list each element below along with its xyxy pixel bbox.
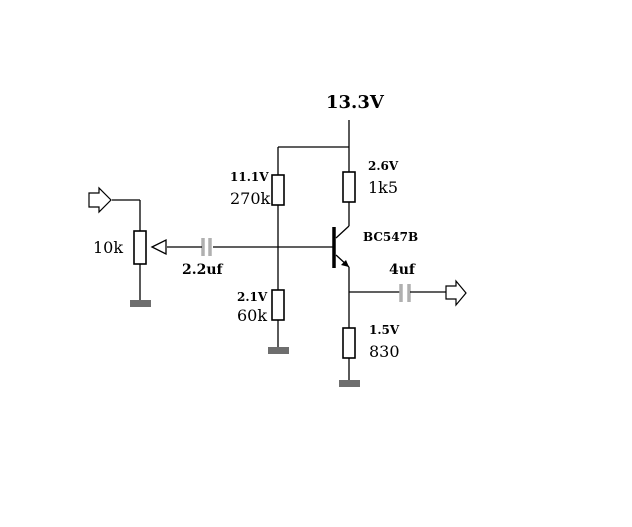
cap-out-value-label: 4uf <box>389 262 416 278</box>
resistor-830 <box>342 327 356 359</box>
output-arrow-icon <box>445 279 467 307</box>
supply-rail <box>277 120 350 175</box>
wiper-arrow-icon <box>150 238 167 256</box>
emitter-arrow-icon <box>341 260 349 267</box>
r-emitter-voltage-label: 1.5V <box>369 323 400 337</box>
cap-in-value-label: 2.2uf <box>182 262 224 278</box>
transistor-npn <box>332 225 350 268</box>
r-emitter-value-label: 830 <box>369 342 400 361</box>
pot-value-label: 10k <box>93 238 123 257</box>
r-bottom-voltage-label: 2.1V <box>237 290 268 304</box>
ground-symbol-divider <box>268 347 289 354</box>
input-arrow-icon <box>88 186 112 214</box>
supply-voltage-label: 13.3V <box>326 92 385 113</box>
potentiometer-10k <box>133 230 147 265</box>
r-collector-value-label: 1k5 <box>368 178 398 197</box>
r-top-voltage-label: 11.1V <box>230 170 269 184</box>
resistor-1k5 <box>342 171 356 203</box>
r-top-value-label: 270k <box>230 189 271 208</box>
r-bottom-value-label: 60k <box>237 306 267 325</box>
resistor-270k <box>271 174 285 206</box>
resistor-60k <box>271 289 285 321</box>
ground-symbol-pot <box>130 300 151 307</box>
ground-symbol-emitter <box>339 380 360 387</box>
transistor-part-label: BC547B <box>363 230 418 244</box>
r-collector-voltage-label: 2.6V <box>368 159 399 173</box>
